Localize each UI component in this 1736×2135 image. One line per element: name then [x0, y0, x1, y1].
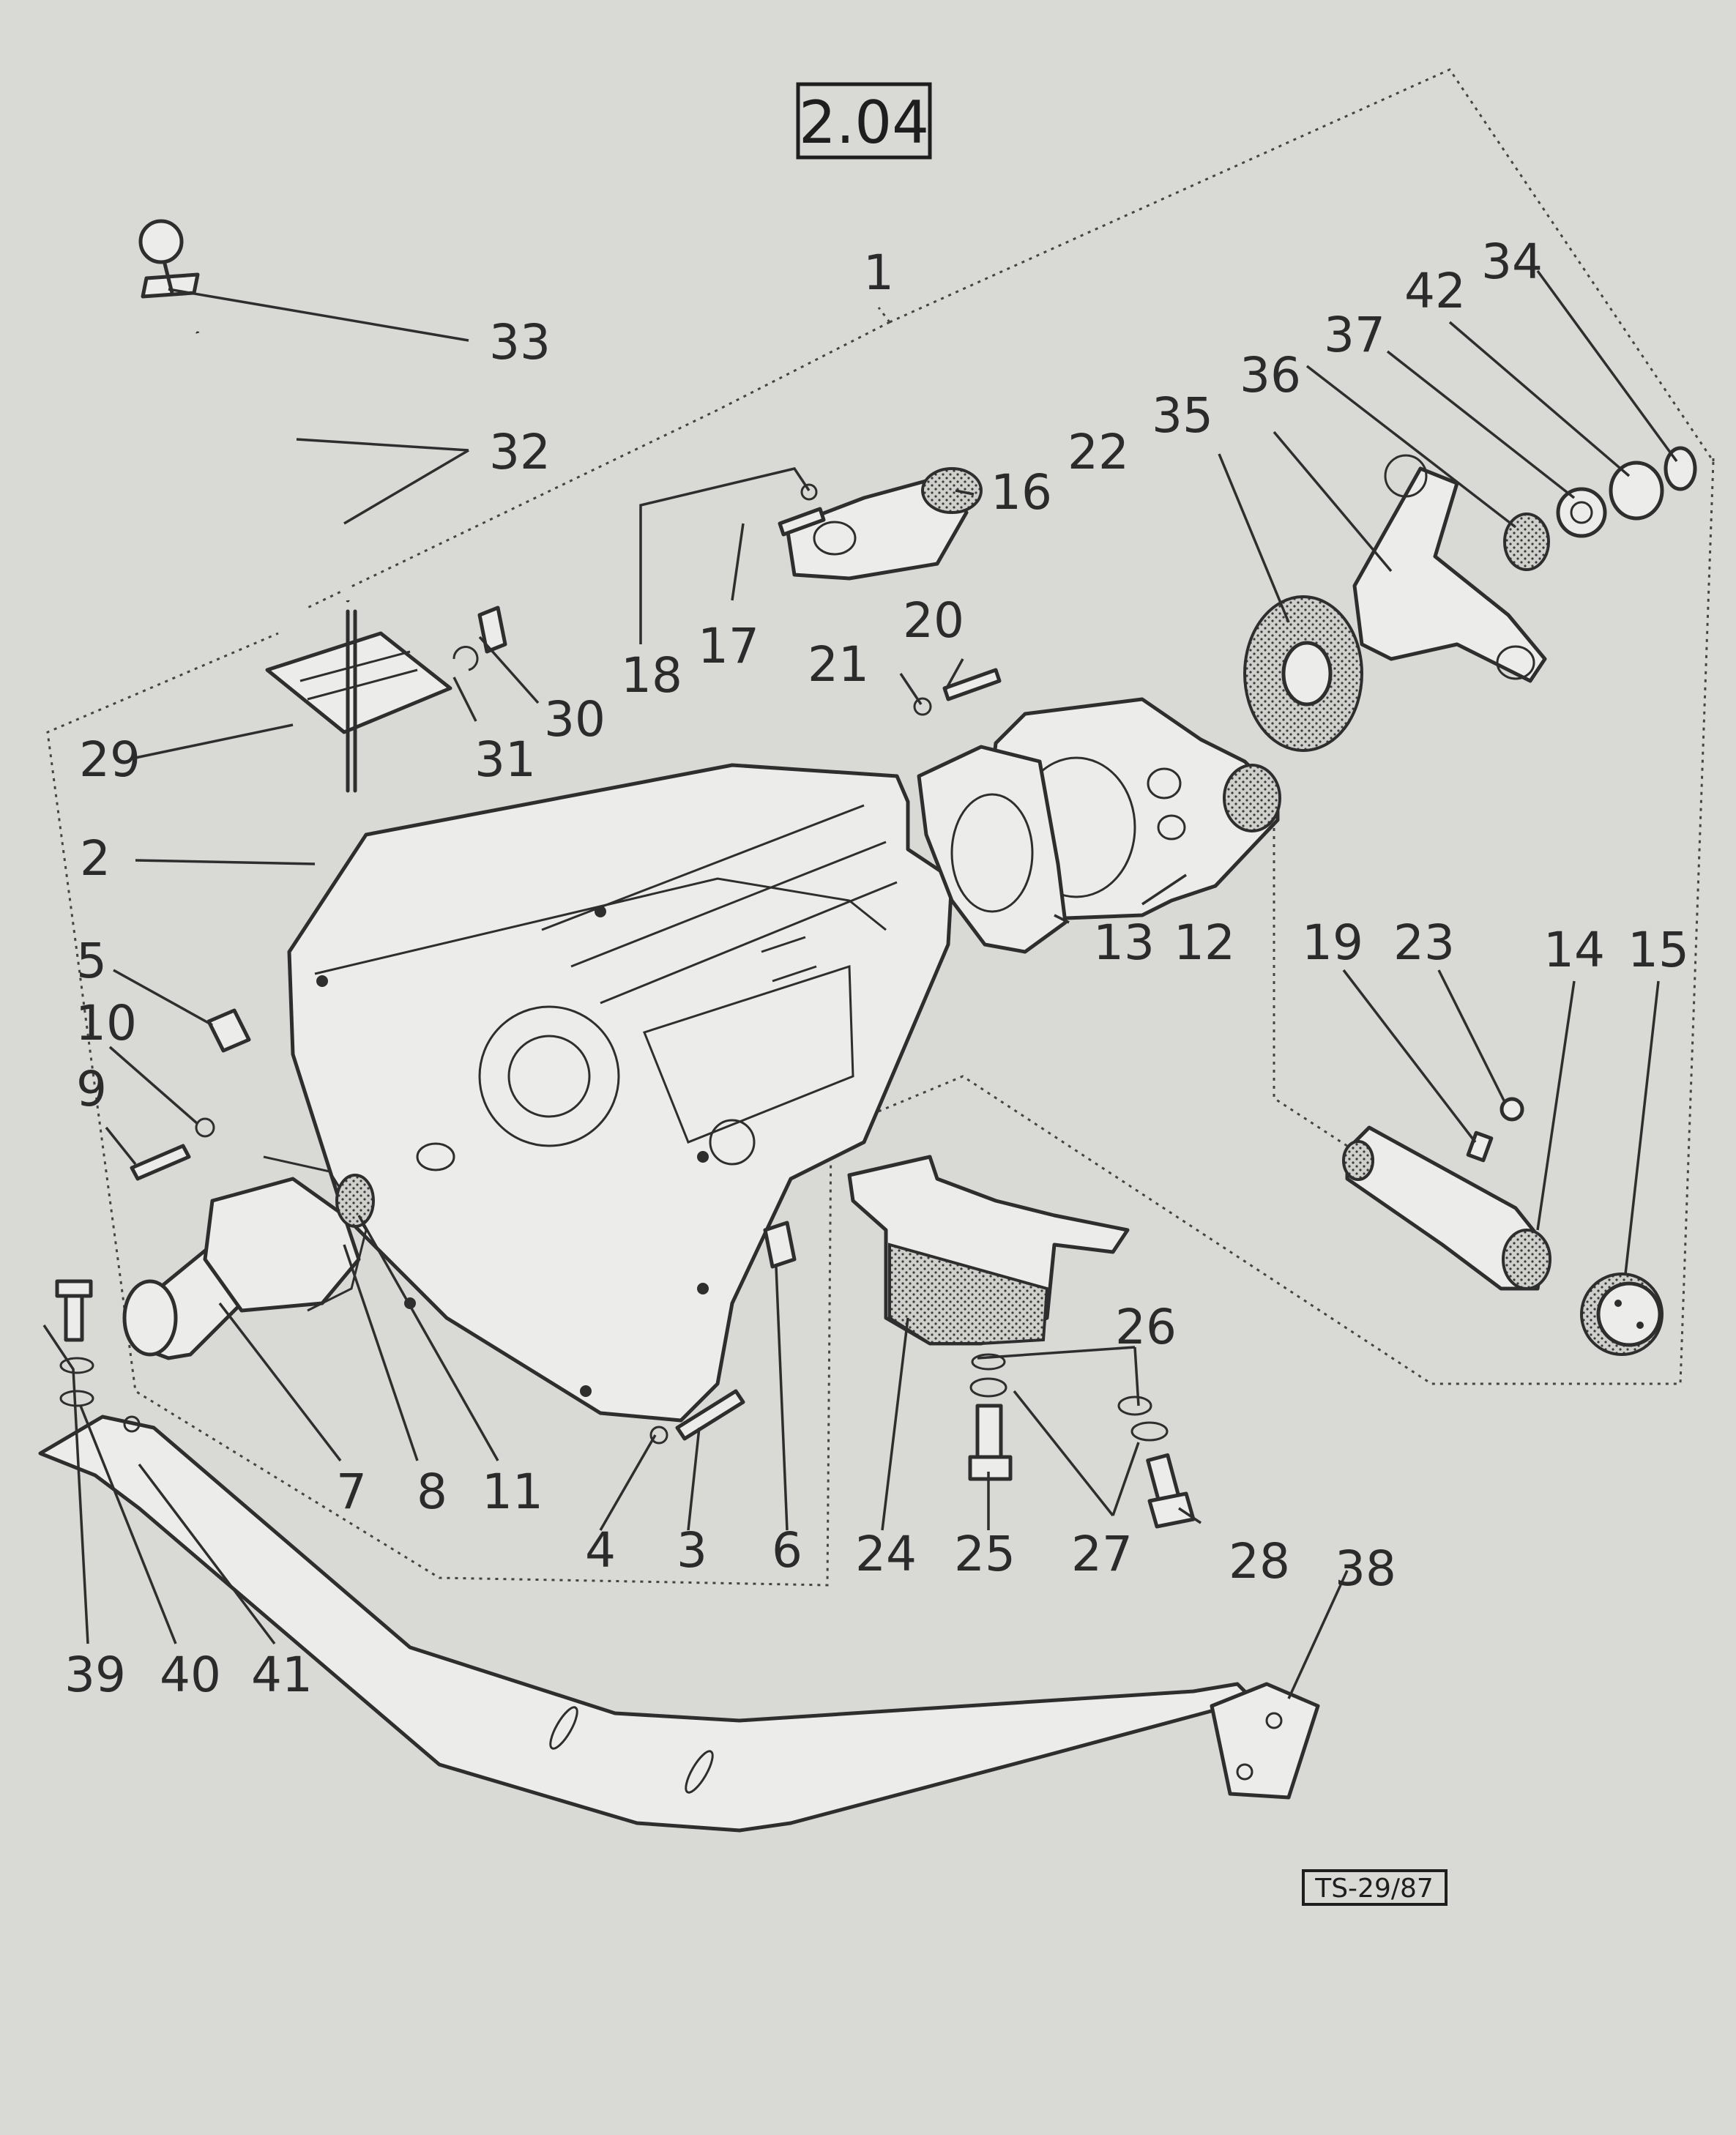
callout-31: 31 [474, 731, 536, 788]
callout-25: 25 [954, 1526, 1016, 1582]
callout-17: 17 [698, 618, 759, 674]
speedo-drive-assembly [785, 467, 983, 581]
small-fasteners-right [1466, 1097, 1524, 1163]
gearbox-mounting [847, 1155, 1130, 1346]
front-bearing-cover [122, 1155, 375, 1360]
reference-code: TS-29/87 [1314, 1874, 1434, 1904]
callout-39: 39 [64, 1647, 126, 1703]
callout-35: 35 [1152, 387, 1213, 444]
breather-pipe [138, 219, 351, 603]
callout-30: 30 [544, 691, 606, 748]
callout-6: 6 [772, 1522, 802, 1579]
output-flange [1352, 454, 1547, 683]
callout-9: 9 [76, 1061, 107, 1117]
callout-4: 4 [585, 1522, 616, 1579]
callout-10: 10 [75, 995, 137, 1051]
rear-gasket [917, 745, 1068, 954]
housing-bolts [130, 483, 1002, 1445]
callout-5: 5 [76, 933, 107, 989]
callout-14: 14 [1543, 922, 1605, 978]
leader-lines [42, 269, 1678, 1699]
callout-18: 18 [621, 647, 682, 704]
callout-22: 22 [1068, 424, 1129, 480]
housing-plug [1580, 1273, 1664, 1356]
callout-11: 11 [482, 1464, 543, 1520]
callout-2: 2 [80, 830, 111, 887]
callout-15: 15 [1628, 922, 1689, 978]
callout-32: 32 [489, 424, 551, 480]
callout-40: 40 [160, 1647, 221, 1703]
mount-bolts [968, 1353, 1196, 1529]
callout-21: 21 [808, 636, 869, 693]
callout-20: 20 [903, 592, 964, 649]
reference-box: TS-29/87 [1302, 1869, 1448, 1906]
callout-36: 36 [1240, 347, 1301, 403]
top-cover-plate [265, 609, 452, 793]
callout-19: 19 [1302, 914, 1363, 971]
callout-26: 26 [1115, 1299, 1177, 1355]
output-gear [1243, 595, 1363, 752]
crossmember [38, 1279, 1320, 1833]
callout-37: 37 [1324, 307, 1385, 363]
callout-1: 1 [863, 245, 894, 301]
callout-34: 34 [1481, 234, 1543, 290]
callout-24: 24 [855, 1526, 917, 1582]
callout-12: 12 [1174, 914, 1235, 971]
callout-41: 41 [251, 1647, 313, 1703]
section-code: 2.04 [799, 89, 929, 157]
callout-28: 28 [1229, 1533, 1290, 1590]
callout-8: 8 [417, 1464, 447, 1520]
callout-33: 33 [489, 314, 551, 370]
callout-labels: 1 2 3 4 5 6 7 8 9 10 11 12 13 14 15 16 1… [64, 234, 1689, 1703]
callout-3: 3 [677, 1522, 707, 1579]
rear-washers [1503, 446, 1697, 571]
callout-42: 42 [1404, 263, 1466, 319]
callout-7: 7 [336, 1464, 367, 1520]
section-code-box: 2.04 [796, 82, 932, 160]
callout-23: 23 [1393, 914, 1455, 971]
transmission-housing [287, 763, 954, 1423]
callout-29: 29 [79, 731, 141, 788]
callout-16: 16 [991, 464, 1052, 521]
callout-38: 38 [1335, 1540, 1396, 1597]
speedo-pinion [1342, 1125, 1551, 1291]
callout-27: 27 [1071, 1526, 1133, 1582]
callout-13: 13 [1093, 914, 1155, 971]
